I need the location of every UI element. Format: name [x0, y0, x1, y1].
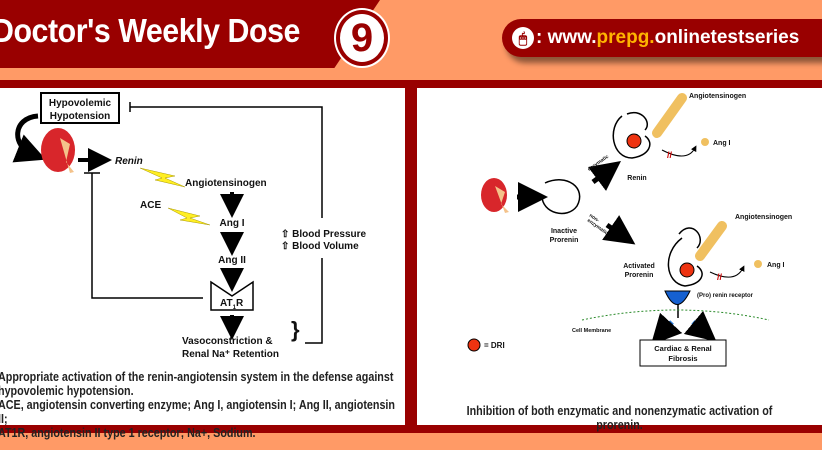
feedback-line — [129, 102, 323, 344]
caption-line: hypovolemic hypotension. — [0, 384, 134, 398]
angiotensinogen-chain — [695, 221, 727, 261]
at1r-label: AT1R — [220, 298, 244, 311]
curved-arrow-icon — [12, 113, 46, 163]
block-icon: // — [667, 150, 673, 160]
page-title: Doctor's Weekly Dose — [0, 12, 300, 49]
caption-line: Appropriate activation of the renin-angi… — [0, 370, 394, 384]
caption-line: ACE, angiotensin converting enzyme; Ang … — [0, 398, 395, 426]
ang1-molecule — [754, 260, 762, 268]
left-caption: Appropriate activation of the renin-angi… — [0, 370, 398, 440]
cell-membrane-line — [581, 309, 770, 321]
at1r-receptor — [210, 280, 254, 311]
blocked-arrow — [709, 265, 745, 278]
prorenin-label: Prorenin — [625, 272, 654, 279]
fibrosis-label: Cardiac & Renal — [654, 344, 712, 353]
blood-pressure-label: ⇧ Blood Pressure — [281, 229, 367, 240]
header-banner: Doctor's Weekly Dose 9 🖱: www.prepg.onli… — [0, 0, 822, 80]
activated-prorenin-shape — [667, 227, 703, 287]
ang1-label: Ang I — [220, 218, 245, 229]
inhibition-line — [84, 172, 203, 299]
left-panel: Hypovolemic Hypotension Renin Angiotensi… — [0, 88, 405, 440]
prorenin-label: Prorenin — [550, 237, 579, 244]
enzymatic-arrow — [588, 161, 621, 191]
blocked-arrow — [661, 145, 697, 157]
inactive-prorenin-shape — [541, 179, 581, 215]
cell-membrane-label: Cell Membrane — [572, 328, 611, 334]
inactive-label: Inactive — [551, 228, 577, 235]
content-frame: Hypovolemic Hypotension Renin Angiotensi… — [0, 80, 822, 440]
title-ribbon — [0, 0, 380, 68]
issue-number-badge: 9 — [336, 10, 388, 66]
angiotensinogen-label: Angiotensinogen — [735, 214, 792, 221]
caption-line: AT1R, angiotensin II type 1 receptor; Na… — [0, 426, 256, 440]
website-highlight: prepg. — [596, 27, 655, 48]
brace: } — [291, 317, 300, 342]
ang1-molecule — [701, 138, 709, 146]
raas-diagram: Hypovolemic Hypotension Renin Angiotensi… — [12, 92, 367, 360]
prorenin-diagram: Inactive Prorenin enzymatic Renin Angiot… — [467, 93, 792, 367]
ace-label: ACE — [140, 200, 161, 211]
renin-label: Renin — [115, 156, 143, 167]
ang1-label: Ang I — [713, 140, 731, 147]
angiotensinogen-chain — [652, 93, 687, 138]
angiotensinogen-label: Angiotensinogen — [185, 178, 267, 189]
dri-circle-icon — [679, 262, 695, 278]
kidney-icon — [481, 178, 509, 213]
receptor-label: (Pro) renin receptor — [697, 293, 754, 299]
kidney-icon — [41, 128, 75, 173]
blue-arrow — [650, 312, 683, 346]
website-link[interactable]: 🖱: www.prepg.onlinetestseries — [502, 19, 822, 57]
dri-circle-icon — [626, 133, 642, 149]
website-suffix: onlinetestseries — [654, 27, 800, 48]
right-panel: Inactive Prorenin enzymatic Renin Angiot… — [417, 88, 822, 432]
non-label: non- — [588, 213, 601, 224]
lightning-icon — [139, 167, 186, 188]
website-prefix: : www. — [536, 27, 597, 48]
ang2-label: Ang II — [218, 255, 246, 266]
block-icon: // — [717, 272, 723, 282]
lightning-icon — [167, 207, 211, 226]
ang1-label: Ang I — [767, 262, 785, 269]
fibrosis-label: Fibrosis — [668, 354, 697, 363]
blue-arrow — [683, 310, 717, 342]
renin-shape — [612, 111, 651, 159]
hypotension-label: Hypotension — [50, 111, 111, 122]
angiotensinogen-label: Angiotensinogen — [689, 93, 746, 100]
dri-legend-icon — [467, 338, 481, 352]
dri-legend-label: = DRI — [484, 341, 505, 350]
activated-label: Activated — [623, 263, 655, 270]
renin-label: Renin — [627, 175, 646, 182]
vasoconstriction-label: Vasoconstriction & — [182, 336, 273, 347]
hypovolemic-label: Hypovolemic — [49, 98, 112, 109]
nonenzymatic-arrow — [602, 215, 636, 245]
renal-retention-label: Renal Na⁺ Retention — [182, 349, 279, 360]
receptor-shape — [664, 290, 691, 305]
right-caption: Inhibition of both enzymatic and nonenzy… — [466, 404, 773, 432]
fibrosis-box — [639, 339, 727, 367]
blood-volume-label: ⇧ Blood Volume — [281, 241, 359, 252]
hypovolemic-box — [40, 92, 120, 124]
mouse-icon: 🖱 — [512, 26, 534, 49]
